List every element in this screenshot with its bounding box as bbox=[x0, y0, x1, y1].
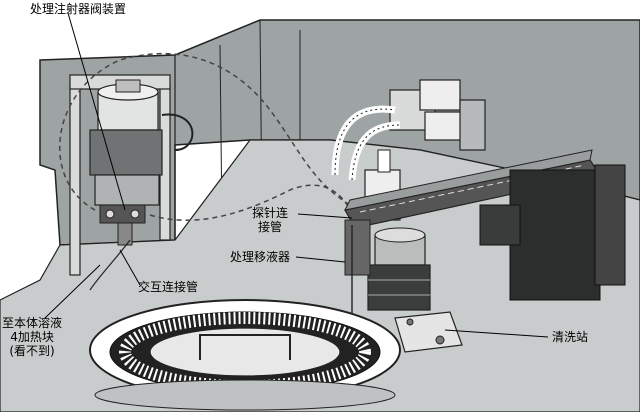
label-probe-connector: 探针连 接管 bbox=[252, 206, 288, 234]
valve-block bbox=[89, 129, 163, 176]
wash-port bbox=[406, 318, 414, 326]
carousel-base bbox=[94, 379, 396, 411]
manifold-b bbox=[419, 79, 461, 111]
tube-loop bbox=[149, 184, 351, 221]
label-wash-station: 清洗站 bbox=[552, 330, 589, 344]
pipettor-mount bbox=[344, 219, 371, 276]
valve-block-lower bbox=[94, 174, 160, 206]
leader-pipettor bbox=[295, 256, 346, 263]
valve-fitting-lower bbox=[117, 222, 133, 246]
manifold-tube-outline bbox=[334, 108, 396, 176]
label-crossover-tube: 交互连接管 bbox=[138, 280, 199, 294]
label-probe-connector-line1: 探针连 bbox=[252, 206, 289, 220]
pipettor-motor-cap bbox=[374, 227, 426, 243]
manifold-c bbox=[424, 111, 466, 141]
valve-port bbox=[130, 209, 140, 219]
label-injector-valve: 处理注射器阀装置 bbox=[30, 2, 127, 16]
leader-crossover-tube bbox=[119, 249, 141, 286]
wash-port bbox=[435, 335, 445, 345]
probe-column-head bbox=[377, 149, 391, 173]
arm-motor bbox=[479, 204, 521, 246]
valve-motor-cap bbox=[115, 79, 141, 93]
label-heater-line1: 至本体溶液 bbox=[2, 316, 63, 330]
valve-cable bbox=[161, 113, 194, 151]
arm-tower bbox=[509, 169, 601, 301]
label-pipettor: 处理移液器 bbox=[230, 250, 291, 264]
carousel-center bbox=[149, 327, 341, 377]
crossover-tube-line bbox=[89, 239, 131, 291]
wash-station bbox=[394, 311, 463, 353]
label-heater-line2: 4加热块 bbox=[10, 330, 54, 344]
label-probe-connector-line2: 接管 bbox=[258, 220, 283, 234]
tube-loop bbox=[58, 52, 351, 211]
label-heater-line3: (看不到) bbox=[9, 344, 55, 358]
manifold-tube-outline bbox=[351, 124, 401, 181]
leader-heater bbox=[44, 264, 101, 319]
valve-frame-left bbox=[69, 84, 81, 276]
arm-tower-side bbox=[594, 164, 626, 286]
label-heater: 至本体溶液 4加热块 (看不到) bbox=[2, 316, 62, 358]
leader-probe-connector bbox=[297, 213, 353, 219]
pipettor-arm-top bbox=[344, 149, 593, 211]
leader-wash-station bbox=[444, 329, 549, 338]
carousel-handle bbox=[199, 334, 291, 360]
valve-port bbox=[105, 209, 115, 219]
leader-injector-valve bbox=[67, 12, 126, 211]
pipettor-motor-mid bbox=[367, 264, 431, 311]
manifold-d bbox=[459, 99, 486, 151]
